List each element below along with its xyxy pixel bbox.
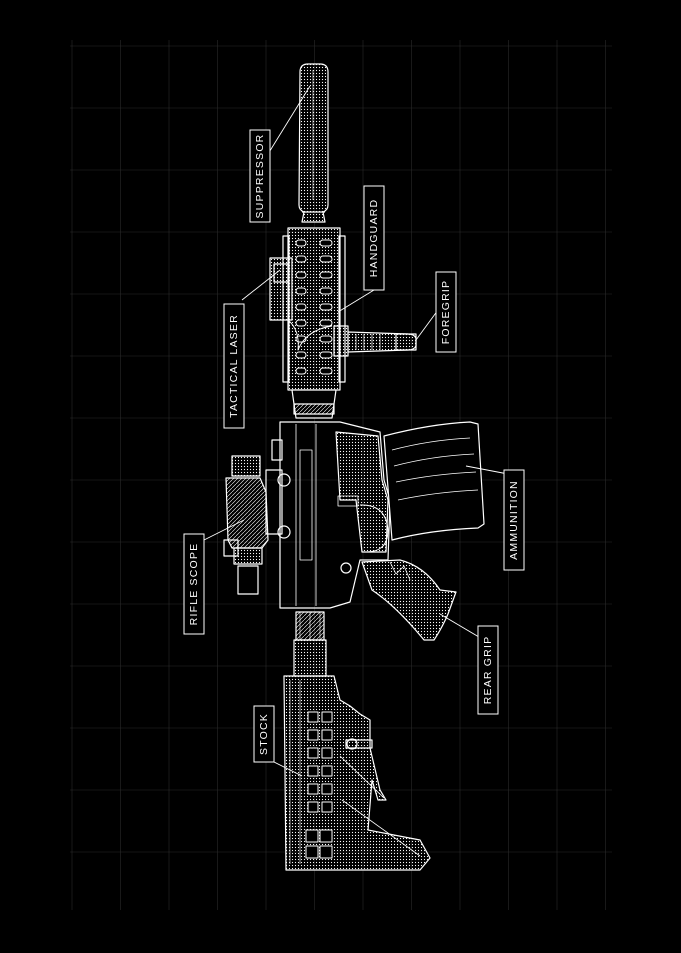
suppressor-part — [298, 63, 329, 223]
leader-lines — [203, 85, 509, 777]
label-suppressor: SUPPRESSOR — [249, 129, 271, 223]
magazine-part — [383, 421, 485, 541]
rear-grip-part — [361, 559, 457, 641]
buffer-tube-part — [293, 611, 327, 677]
rifle-scope-part — [223, 439, 291, 595]
label-rear-grip: REAR GRIP — [477, 625, 499, 715]
handguard-part — [282, 227, 346, 419]
foregrip-part — [333, 325, 417, 357]
rifle-scope-label: RIFLE SCOPE — [188, 543, 200, 626]
label-ammunition: AMMUNITION — [503, 469, 525, 571]
foregrip-label: FOREGRIP — [440, 280, 452, 344]
handguard-label: HANDGUARD — [368, 199, 380, 277]
ammunition-label: AMMUNITION — [508, 480, 520, 560]
label-rifle-scope: RIFLE SCOPE — [183, 533, 205, 635]
label-tactical-laser: TACTICAL LASER — [223, 303, 245, 429]
label-stock: STOCK — [253, 705, 275, 763]
label-foregrip: FOREGRIP — [435, 271, 457, 353]
suppressor-label: SUPPRESSOR — [254, 134, 266, 219]
stock-part — [283, 675, 431, 871]
label-handguard: HANDGUARD — [363, 185, 385, 291]
rear-grip-label: REAR GRIP — [482, 636, 494, 705]
receiver-part — [279, 421, 391, 609]
tactical-laser-label: TACTICAL LASER — [228, 314, 240, 418]
stock-label: STOCK — [258, 713, 270, 755]
